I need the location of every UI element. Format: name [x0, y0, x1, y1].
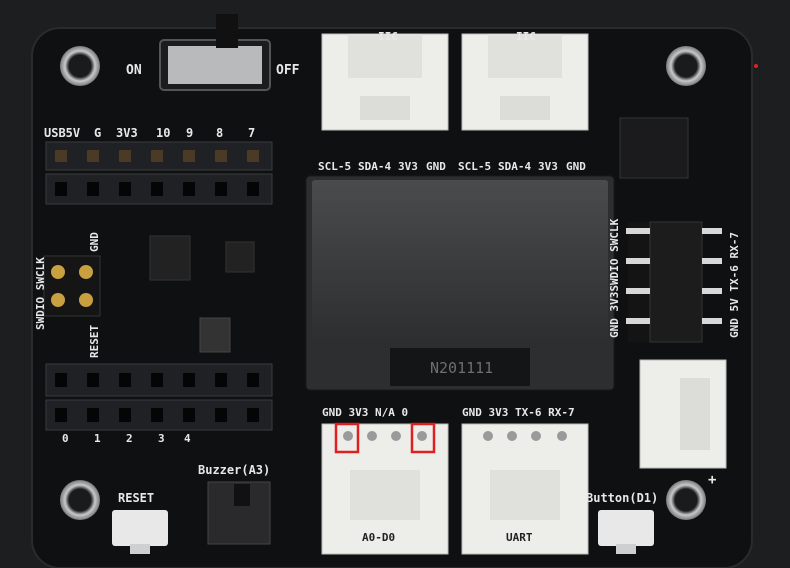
right-label-right: GND 5V TX-6 RX-7: [728, 232, 741, 338]
header-bottom-label: 2: [126, 432, 133, 445]
iic-pin-label: SCL-5: [458, 160, 491, 173]
swd-left-label: SWDIO SWCLK: [34, 257, 47, 330]
header-bottom-label: 3: [158, 432, 165, 445]
button-d1-label: Button(D1): [586, 491, 658, 505]
iic-pin-label: 3V3: [398, 160, 418, 173]
lcd-display: [305, 175, 615, 391]
iic-left-title: IIC: [378, 30, 398, 43]
ic-chip-small: [225, 241, 255, 273]
header-row-1[interactable]: [45, 141, 273, 171]
mount-hole-top-right: [666, 46, 706, 86]
swd-reset-label: RESET: [88, 325, 101, 358]
a0d0-pin-labels: GND 3V3 N/A 0: [322, 406, 408, 419]
swd-gnd-label: GND: [88, 232, 101, 252]
header-row-4[interactable]: [45, 399, 273, 431]
right-pin-header[interactable]: [626, 221, 722, 343]
header-row-3[interactable]: [45, 363, 273, 397]
swd-pads[interactable]: [43, 255, 101, 317]
header-bottom-label: 1: [94, 432, 101, 445]
header-top-label: 7: [248, 126, 255, 140]
display-code: N201111: [430, 359, 493, 377]
side-connector[interactable]: [639, 359, 727, 469]
uart-pin-labels: GND 3V3 TX-6 RX-7: [462, 406, 575, 419]
button-d1[interactable]: [598, 510, 654, 554]
slide-switch[interactable]: [159, 14, 271, 91]
mount-hole-bottom-left: [60, 480, 100, 520]
mount-hole-bottom-right: [666, 480, 706, 520]
uart-connector[interactable]: [461, 423, 589, 555]
mount-hole-top-left: [60, 46, 100, 86]
header-top-label: USB5V: [44, 126, 80, 140]
header-top-label: 3V3: [116, 126, 138, 140]
buzzer-label: Buzzer(A3): [198, 463, 270, 477]
a0d0-label: A0-D0: [362, 531, 395, 544]
a0-d0-connector[interactable]: [321, 423, 449, 555]
switch-on-label: ON: [126, 63, 142, 78]
reset-label: RESET: [118, 491, 154, 505]
ic-chip-right: [619, 117, 689, 179]
iic-pin-label: SDA-4: [358, 160, 391, 173]
iic-connector-right[interactable]: [461, 33, 589, 131]
iic-pin-label: GND: [566, 160, 586, 173]
iic-pin-label: SCL-5: [318, 160, 351, 173]
right-label-left: GND 3V3SWDIO SWCLK: [608, 218, 621, 338]
header-top-label: 8: [216, 126, 223, 140]
red-dot: [754, 64, 758, 68]
iic-pin-label: 3V3: [538, 160, 558, 173]
buzzer: [207, 481, 271, 545]
reset-button[interactable]: [112, 510, 168, 554]
header-top-label: 9: [186, 126, 193, 140]
switch-off-label: OFF: [276, 63, 300, 78]
iic-pin-label: SDA-4: [498, 160, 531, 173]
ic-chip-left: [149, 235, 191, 281]
inductor: [199, 317, 231, 353]
header-top-label: G: [94, 126, 101, 140]
plus-label: +: [708, 472, 716, 488]
header-top-label: 10: [156, 126, 170, 140]
header-row-2[interactable]: [45, 173, 273, 205]
highlight-gnd-pin: [334, 422, 360, 454]
iic-connector-left[interactable]: [321, 33, 449, 131]
uart-label: UART: [506, 531, 533, 544]
iic-right-title: IIC: [516, 30, 536, 43]
highlight-d0-pin: [410, 422, 436, 454]
iic-pin-label: GND: [426, 160, 446, 173]
header-bottom-label: 4: [184, 432, 191, 445]
header-bottom-label: 0: [62, 432, 69, 445]
